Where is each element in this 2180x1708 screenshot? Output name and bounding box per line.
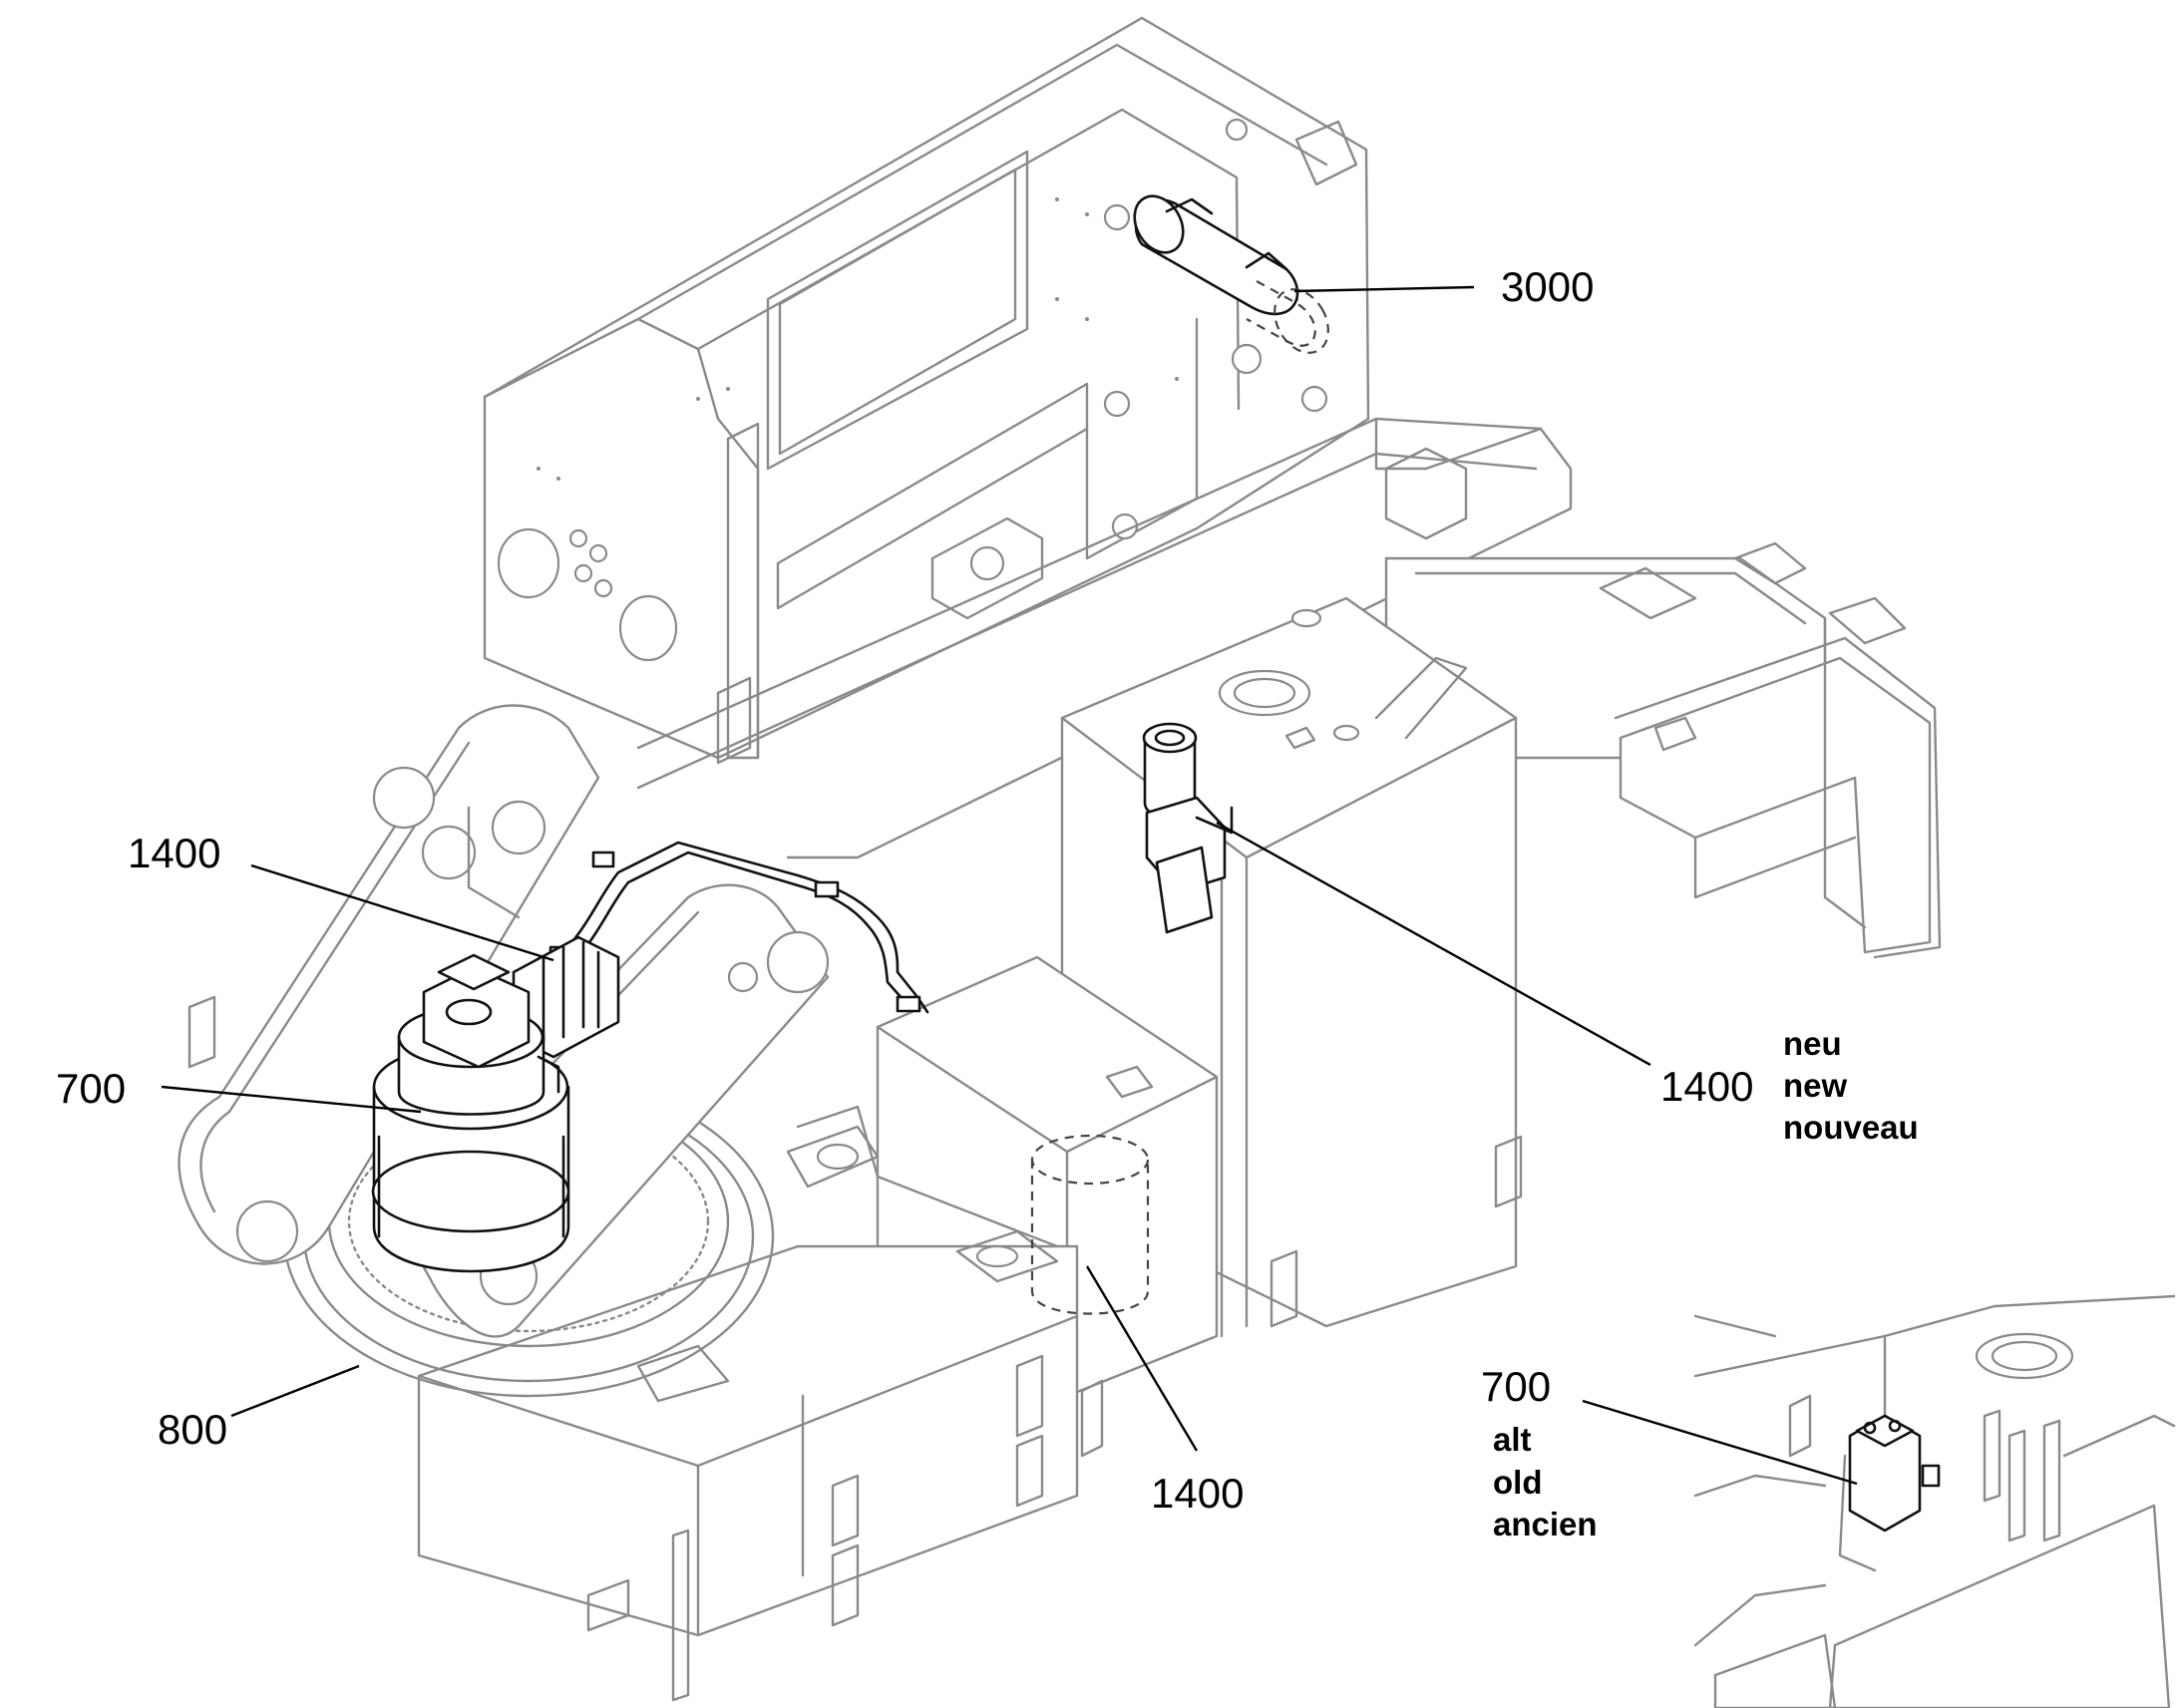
drive-motor xyxy=(371,953,570,1273)
lower-enclosure xyxy=(417,1105,1523,1702)
callout-800: 800 xyxy=(158,1406,227,1453)
callout-1400-left: 1400 xyxy=(128,830,220,876)
callout-700-inset: 700 xyxy=(1481,1363,1551,1410)
note-new-en: new xyxy=(1783,1067,1848,1104)
note-new-de: neu xyxy=(1783,1025,1842,1062)
callout-1400-new: 1400 xyxy=(1660,1063,1753,1110)
hydraulic-hoses xyxy=(548,841,929,1014)
note-new-fr: nouveau xyxy=(1783,1109,1919,1146)
callout-1400-bottom: 1400 xyxy=(1151,1470,1244,1517)
dashed-canister xyxy=(1030,1134,1150,1315)
leader-lines xyxy=(161,285,1858,1486)
note-old-en: old xyxy=(1493,1464,1542,1501)
callout-labels: 3000 1400 700 800 1400 1400 700 neu new … xyxy=(56,263,1919,1542)
note-old-fr: ancien xyxy=(1493,1506,1598,1542)
inset-old-version xyxy=(1693,1294,2176,1708)
note-old-de: alt xyxy=(1493,1421,1532,1458)
callout-3000: 3000 xyxy=(1501,263,1594,310)
callout-700: 700 xyxy=(56,1065,126,1112)
cylinder-3000 xyxy=(1133,194,1329,354)
new-component-1400 xyxy=(1142,722,1234,934)
